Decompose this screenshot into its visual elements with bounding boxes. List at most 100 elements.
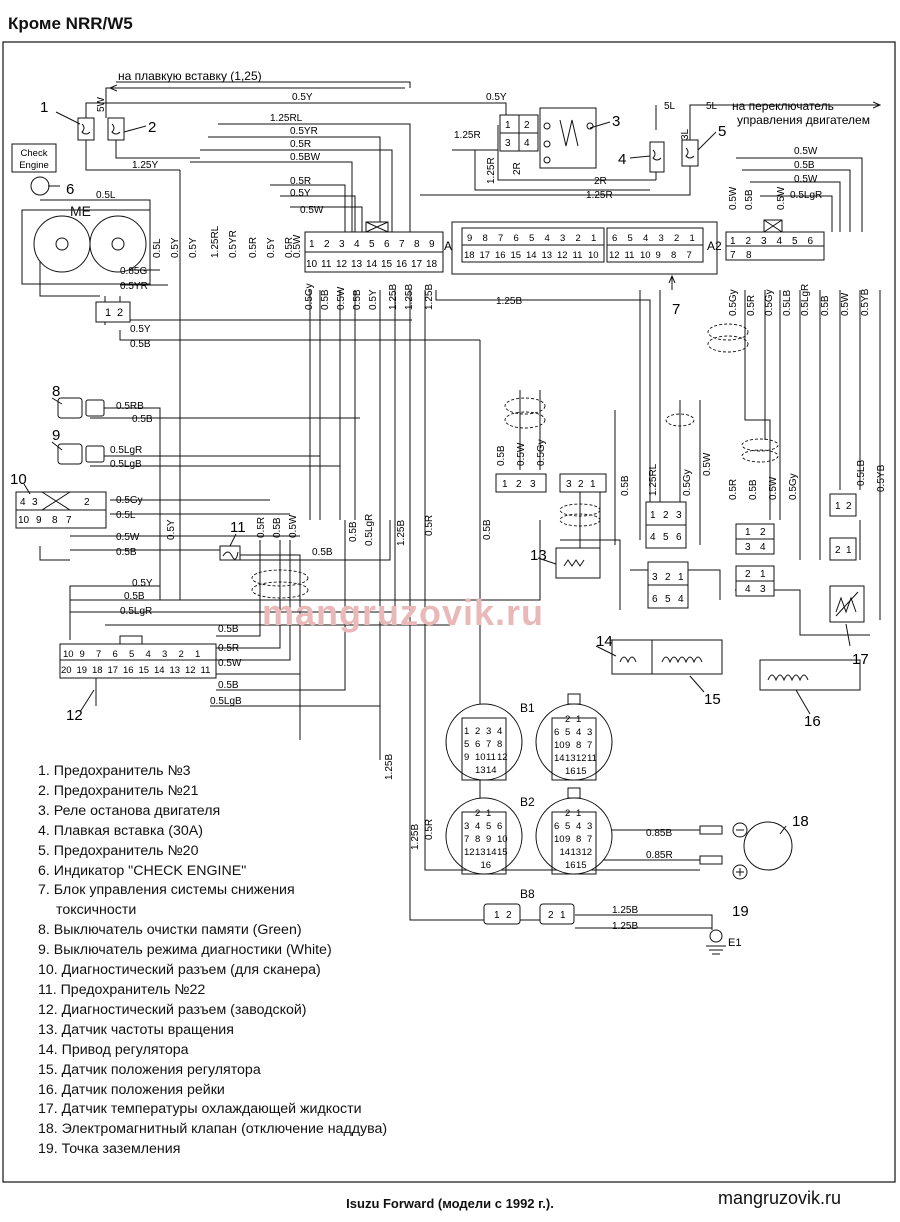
pin: 10 [475,752,486,763]
wire-label: 0.5Y [368,289,379,310]
pin: 2 [506,910,512,921]
pin: 4 [354,239,360,250]
pin: 8 [483,233,488,244]
wire-label: 0.5Y [170,237,181,258]
pin: 8 [414,239,420,250]
pin: 15 [576,766,587,777]
pin: 16 [396,259,408,270]
wire-label: 0.5LgR [364,514,375,546]
a2-side-label: A2 [707,239,722,253]
pin: 1 [486,808,491,819]
wire-label: 0.5W [218,658,242,669]
wire-label: 0.5Y [132,578,153,589]
pin: 6 [612,233,617,244]
engine-text: Engine [19,160,49,171]
pin: 2 [565,714,570,725]
pin: 15 [139,665,150,676]
wire-label: 0.5RB [116,401,144,412]
legend-item: 5. Предохранитель №20 [38,842,199,859]
pin: 1 [576,714,581,725]
pin: 2 [745,569,751,580]
wire-label: 1.25R [454,130,481,141]
pin: 11 [201,665,211,676]
note-switch-2: управления двигателем [737,113,870,127]
callout-number: 13 [530,547,547,564]
component-legend: 1. Предохранитель №3 2. Предохранитель №… [38,762,387,1160]
wire-label: 0.5LgR [800,284,811,316]
pin: 1 [494,910,500,921]
pin: 3 [566,479,572,490]
pin: 19 [77,665,88,676]
pin: 18 [426,259,438,270]
note-fusible-link: на плавкую вставку (1,25) [118,69,262,83]
legend-item: 3. Реле останова двигателя [38,802,221,819]
wire-label: 0.5R [284,237,295,258]
pin: 5 [663,532,669,543]
pin: 11 [625,250,635,261]
wire-label: 1.25R [586,190,613,201]
pin: 5 [792,236,798,247]
engine-stop-relay [499,107,597,169]
wire-label: 5L [706,101,718,112]
pin: 4 [524,138,530,149]
pin: 1 [678,572,684,583]
pin: 14 [486,765,497,776]
shield-marks [251,323,779,599]
pin: 5 [565,727,570,738]
pin: 2 [846,501,852,512]
pin: 8 [671,250,676,261]
connector-b8: 1 2 2 1 [483,903,575,925]
c16-pins: 1 2 3 4 [745,527,766,553]
wire-label: 0.5LgR [790,190,822,201]
pin: 1 [105,307,111,319]
pin: 2 [760,527,766,538]
pin: 1 [505,120,511,131]
wire-label: 5W [96,96,107,112]
pin: 7 [486,739,491,750]
wire-label: 0.5YR [228,230,239,258]
pin: 13 [542,250,553,261]
wire-label: 1.25B [404,284,415,310]
fusible-link-30a [649,141,665,173]
pin: 4 [497,726,502,737]
connector-regulator-mate: 3 2 1 6 5 4 [647,561,689,609]
connector-coolant: 1 2 [829,493,857,517]
pin: 3 [760,584,766,595]
pin: 2 [475,726,480,737]
pin: 18 [92,665,103,676]
pin: 2 [117,307,123,319]
pin: 5 [369,239,375,250]
pin: 4 [643,233,648,244]
pin: 9 [467,233,472,244]
callout-number: 11 [230,519,246,536]
coolant-temp-sensor [829,585,865,623]
solenoid-valve [699,821,793,880]
wire-label: 0.5Gy [536,439,547,466]
connector-b2-left [445,797,523,875]
pin: 3 [659,233,664,244]
pin: 1 [730,236,736,247]
callout-number: 10 [10,471,27,488]
pin: 16 [565,766,576,777]
wire-label: 1.25RL [210,225,221,258]
pin: 4 [545,233,550,244]
callout-number: 16 [804,713,821,730]
callout-number: 17 [852,651,869,668]
pin: 2 [548,910,554,921]
wire-label: 0.5B [352,289,363,310]
pin: 14 [154,665,165,676]
pin: 8 [475,834,480,845]
pin: 4 [576,821,581,832]
wire-lines [39,81,880,930]
me-label: ME [70,203,91,219]
pin: 10 [554,834,565,845]
ground-point [706,929,726,955]
pin: 10 [588,250,599,261]
pin: 6 [384,239,390,250]
pin: 6 [497,821,502,832]
pin: 4 [146,649,151,660]
wire-label: 1.25RL [648,463,659,496]
